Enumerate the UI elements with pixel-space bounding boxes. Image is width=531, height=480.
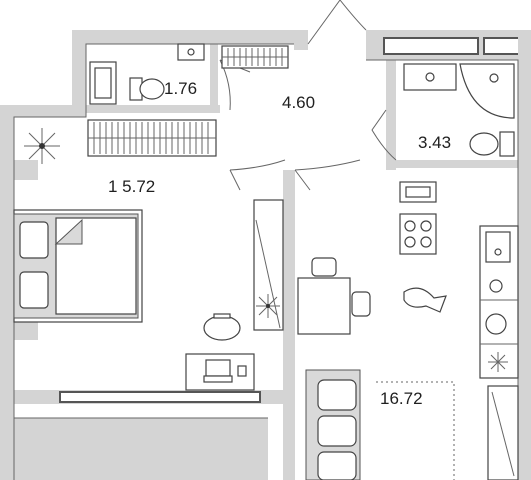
burner-4 xyxy=(420,236,432,248)
bottom-gap xyxy=(14,404,268,418)
wall-shower-bottom xyxy=(396,160,518,168)
cooktop-ring-1 xyxy=(489,279,503,293)
toilet-bowl xyxy=(139,78,165,100)
wall-bottom-left-block xyxy=(0,418,268,480)
kitchen xyxy=(399,181,519,379)
bath-sink-drain xyxy=(187,48,195,56)
shower-tray xyxy=(459,63,515,119)
shower-drain xyxy=(489,73,499,83)
laptop-keyboard xyxy=(203,375,233,383)
washing-machine-inner xyxy=(94,67,112,99)
wall-bath-bottom xyxy=(86,105,220,113)
outer-walls xyxy=(0,30,531,480)
wall-right xyxy=(518,30,531,480)
dog-icon xyxy=(403,287,447,313)
kitchen-sink-drain xyxy=(494,248,502,256)
bed xyxy=(13,209,143,323)
rug-outline xyxy=(376,381,455,480)
plant-bedroom-center xyxy=(39,143,45,149)
toilet-2-tank xyxy=(499,131,515,157)
dining-chair-top xyxy=(311,257,337,277)
plant-bedroom xyxy=(24,128,60,164)
sofa-cushion-1 xyxy=(317,379,357,411)
burner-1 xyxy=(404,220,416,232)
burner-3 xyxy=(404,236,416,248)
dining xyxy=(297,257,447,335)
bath-cabinet xyxy=(221,45,289,69)
laptop-screen xyxy=(205,359,231,377)
wall-left xyxy=(0,105,14,480)
kitchen-door-swing xyxy=(294,159,361,191)
shower-sink xyxy=(403,63,457,91)
bath-cabinet-lines xyxy=(222,48,288,66)
sofa-cushion-3 xyxy=(317,451,357,480)
wall-bath-left xyxy=(72,30,86,117)
burner-2 xyxy=(420,220,432,232)
wall-top xyxy=(72,30,308,44)
sofa-cushion-2 xyxy=(317,415,357,447)
bedroom-door-swing xyxy=(229,159,286,191)
pot xyxy=(203,315,241,341)
bedroom-shelf-diagonal xyxy=(255,219,281,329)
area-label-bathroom: 1.76 xyxy=(164,79,197,98)
bathroom xyxy=(89,43,289,105)
wardrobe-lines xyxy=(88,122,216,154)
shower-sink-drain xyxy=(425,72,435,82)
wall-bath-right xyxy=(210,44,218,113)
washer-door xyxy=(485,313,507,335)
bedroom-furniture xyxy=(185,199,284,391)
pillow-bottom xyxy=(19,271,49,309)
shower-room xyxy=(403,63,515,157)
kitchen-cabinet-inner xyxy=(405,186,431,198)
dining-chair-right xyxy=(351,291,371,317)
wall-top-right-stub xyxy=(294,30,308,50)
wall-bedroom-top xyxy=(0,105,82,117)
plant-shelf-center xyxy=(266,304,270,308)
wall-center-vertical xyxy=(283,170,295,480)
shower-door-swing xyxy=(371,109,397,161)
kitchen-sink xyxy=(485,231,511,263)
fridge-snowflake-icon xyxy=(488,352,508,372)
entrance-door-swing xyxy=(307,0,367,45)
area-label-shower-room: 3.43 xyxy=(418,133,451,152)
toilet-2-bowl xyxy=(469,132,499,156)
bed-blanket-fold xyxy=(54,218,83,245)
plant-shelf xyxy=(256,294,280,318)
dining-table xyxy=(297,277,351,335)
area-label-kitchen-living: 16.72 xyxy=(380,389,423,408)
sofa xyxy=(305,369,519,480)
desk-cup xyxy=(237,365,247,377)
stove xyxy=(399,213,437,255)
pillow-top xyxy=(19,221,49,259)
window-right-1 xyxy=(383,37,479,55)
area-label-bedroom: 1 5.72 xyxy=(108,177,155,196)
window-bedroom-bottom xyxy=(59,391,261,403)
area-label-hallway: 4.60 xyxy=(282,93,315,112)
wardrobe xyxy=(87,119,217,157)
pot-lid xyxy=(213,313,231,319)
tv-unit-diagonal xyxy=(491,391,515,477)
wall-shower-left xyxy=(386,60,396,170)
